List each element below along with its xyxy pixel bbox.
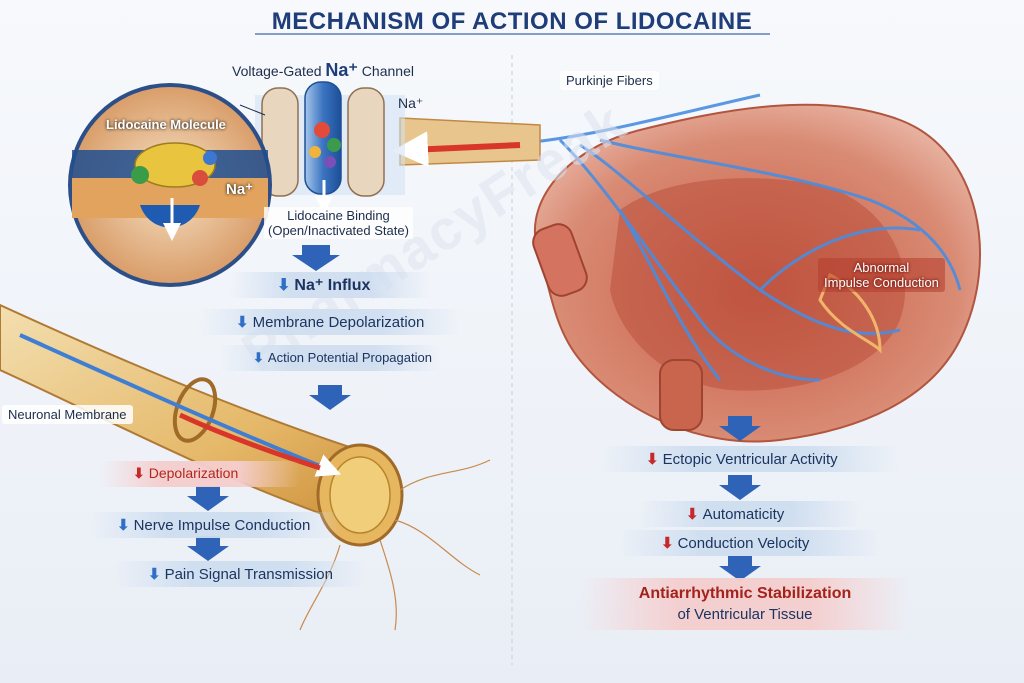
channel-label-suffix: Channel xyxy=(357,63,414,79)
abnormal-label-line1: Abnormal xyxy=(853,260,910,275)
step-text: Pain Signal Transmission xyxy=(164,566,333,583)
channel-label-prefix: Voltage-Gated xyxy=(232,63,326,79)
decrease-arrow-icon: ⬇ xyxy=(117,517,130,534)
step-text: Membrane Depolarization xyxy=(252,314,425,331)
binding-label-line1: Lidocaine Binding xyxy=(287,208,390,223)
abnormal-conduction-label: Abnormal Impulse Conduction xyxy=(818,258,945,292)
step-ectopic-activity: ⬇Ectopic Ventricular Activity xyxy=(646,450,838,468)
band-7 xyxy=(600,446,900,472)
band-8 xyxy=(640,501,860,527)
step-pain-signal: ⬇Pain Signal Transmission xyxy=(148,565,333,583)
decrease-arrow-icon: ⬇ xyxy=(277,277,291,294)
band-1 xyxy=(230,272,430,298)
impulse-arrow xyxy=(392,131,521,168)
step-action-potential: ⬇Action Potential Propagation xyxy=(253,350,432,366)
band-3 xyxy=(220,345,440,371)
flow-arrows xyxy=(187,245,761,581)
outcome-band xyxy=(580,578,910,630)
band-4 xyxy=(100,461,300,487)
step-text: Na⁺ Influx xyxy=(294,277,371,294)
binding-label: Lidocaine Binding (Open/Inactivated Stat… xyxy=(264,207,413,239)
step-depolarization: ⬇Depolarization xyxy=(133,465,238,482)
decrease-arrow-icon: ⬇ xyxy=(148,566,161,583)
step-text: Automaticity xyxy=(702,506,785,523)
decrease-arrow-icon: ⬇ xyxy=(253,350,264,365)
step-text: Depolarization xyxy=(148,465,239,481)
step-text: Nerve Impulse Conduction xyxy=(133,517,311,534)
na-ion-label: Na⁺ xyxy=(398,95,424,111)
neuronal-membrane-label: Neuronal Membrane xyxy=(2,405,133,424)
heart-illustration xyxy=(499,93,981,443)
channel-label-na: Na⁺ xyxy=(325,60,358,80)
band-2 xyxy=(200,309,460,335)
decrease-arrow-icon: ⬇ xyxy=(646,451,659,468)
step-membrane-depolarization: ⬇Membrane Depolarization xyxy=(236,313,424,331)
step-automaticity: ⬇Automaticity xyxy=(686,505,784,523)
na-inside-label: Na⁺ xyxy=(226,181,254,198)
step-text: Action Potential Propagation xyxy=(267,350,432,365)
decrease-arrow-icon: ⬇ xyxy=(236,314,249,331)
outcome-line2: of Ventricular Tissue xyxy=(677,606,813,623)
decrease-arrow-icon: ⬇ xyxy=(133,465,145,481)
step-conduction-velocity: ⬇Conduction Velocity xyxy=(661,534,809,552)
outcome-line1: Antiarrhythmic Stabilization xyxy=(638,585,852,602)
band-6 xyxy=(115,561,365,587)
band-9 xyxy=(620,530,880,556)
outcome-box: Antiarrhythmic Stabilization of Ventricu… xyxy=(580,585,910,623)
lidocaine-molecule-label: Lidocaine Molecule xyxy=(106,117,226,132)
step-na-influx: ⬇Na⁺ Influx xyxy=(277,275,370,295)
step-text: Conduction Velocity xyxy=(677,535,810,552)
sodium-channel-illustration xyxy=(255,81,405,214)
abnormal-label-line2: Impulse Conduction xyxy=(824,275,939,290)
step-nerve-impulse: ⬇Nerve Impulse Conduction xyxy=(117,516,310,534)
channel-label: Voltage-Gated Na⁺ Channel xyxy=(232,60,414,81)
step-text: Ectopic Ventricular Activity xyxy=(662,451,838,468)
band-5 xyxy=(90,512,340,538)
page-title: MECHANISM OF ACTION OF LIDOCAINE xyxy=(271,8,753,35)
zoom-circle xyxy=(68,83,272,287)
decrease-arrow-icon: ⬇ xyxy=(686,506,699,523)
decrease-arrow-icon: ⬇ xyxy=(661,535,674,552)
purkinje-label: Purkinje Fibers xyxy=(560,71,659,90)
binding-label-line2: (Open/Inactivated State) xyxy=(268,223,409,238)
